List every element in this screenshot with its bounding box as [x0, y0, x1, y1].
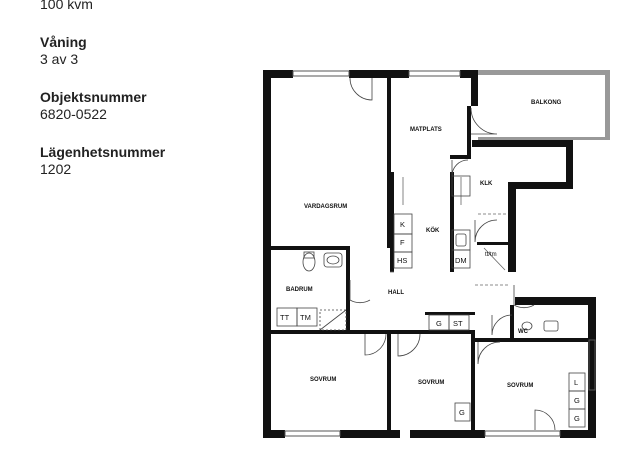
apartment-number-label: Lägenhetsnummer: [40, 144, 166, 160]
floor-label: Våning: [40, 34, 87, 50]
room-label-bedroom-3: SOVRUM: [507, 383, 533, 389]
fixture-stove: HS: [397, 256, 407, 265]
wardrobe-g-hall: G: [436, 319, 442, 328]
wardrobe-st-hall: ST: [453, 319, 463, 328]
area-value: 100 kvm: [40, 0, 93, 12]
wardrobe-g-bedroom-3-a: G: [574, 396, 580, 405]
fixture-freezer: F: [400, 238, 405, 247]
bathroom-fixtures: [276, 251, 559, 332]
fixture-fridge: K: [400, 220, 405, 229]
apartment-number-value: 1202: [40, 161, 72, 177]
wardrobe-g-bedroom-2: G: [459, 408, 465, 417]
object-number-label: Objektsnummer: [40, 89, 147, 105]
internal-lines: [390, 177, 510, 286]
room-label-living: VARDAGSRUM: [304, 204, 347, 210]
wardrobe-l-bedroom-3: L: [574, 378, 578, 387]
object-number-value: 6820-0522: [40, 106, 107, 122]
room-label-kitchen: KÖK: [426, 227, 440, 234]
property-details: 100 kvm Våning 3 av 3 Objektsnummer 6820…: [40, 0, 240, 178]
fixture-washer: TT: [280, 313, 290, 322]
room-label-wc: WC: [518, 329, 529, 335]
fixture-dryer: TM: [300, 313, 311, 322]
room-label-bathroom: BADRUM: [286, 287, 313, 293]
floor-value: 3 av 3: [40, 51, 79, 67]
kitchen-fixtures: [393, 175, 471, 269]
doors: [349, 77, 556, 431]
room-label-hall: HALL: [388, 290, 404, 296]
balcony: [478, 70, 610, 140]
room-label-bedroom-2: SOVRUM: [418, 380, 444, 386]
wardrobe-g-bedroom-3-b: G: [574, 414, 580, 423]
room-label-walk-in: KLK: [480, 181, 493, 187]
exterior-walls: [263, 70, 596, 438]
wardrobes: [428, 314, 586, 428]
fixture-dishwasher: DM: [455, 256, 467, 265]
fixture-laundry: tt/tm: [485, 252, 497, 258]
room-label-dining: MATPLATS: [410, 127, 442, 133]
interior-walls: [271, 78, 588, 430]
room-label-balcony: BALKONG: [531, 100, 562, 106]
windows: [284, 70, 596, 437]
room-label-bedroom-1: SOVRUM: [310, 377, 336, 383]
